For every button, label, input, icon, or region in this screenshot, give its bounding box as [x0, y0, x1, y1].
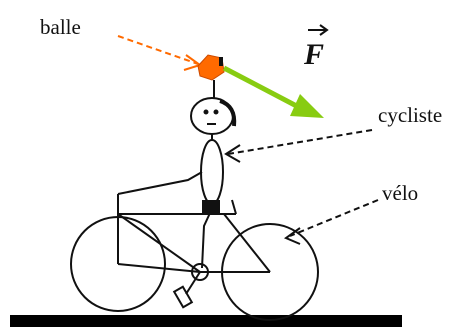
ground-bar [10, 315, 402, 327]
bike-pointer-arrow [283, 199, 379, 245]
ball-pointer-arrow [117, 35, 203, 71]
force-label: F [303, 24, 329, 71]
cyclist-pointer-arrow [224, 129, 373, 163]
cyclist-body [200, 139, 224, 205]
ball-label: balle [40, 15, 81, 39]
force-symbol: F [303, 38, 324, 71]
bike-label: vélo [382, 181, 418, 205]
bicycle [70, 199, 319, 321]
pedal [172, 285, 194, 309]
ball [197, 54, 225, 81]
cyclist-figure [117, 80, 237, 269]
cyclist-label: cycliste [378, 103, 442, 127]
crank [191, 263, 209, 281]
force-vector-arrow [222, 65, 324, 118]
